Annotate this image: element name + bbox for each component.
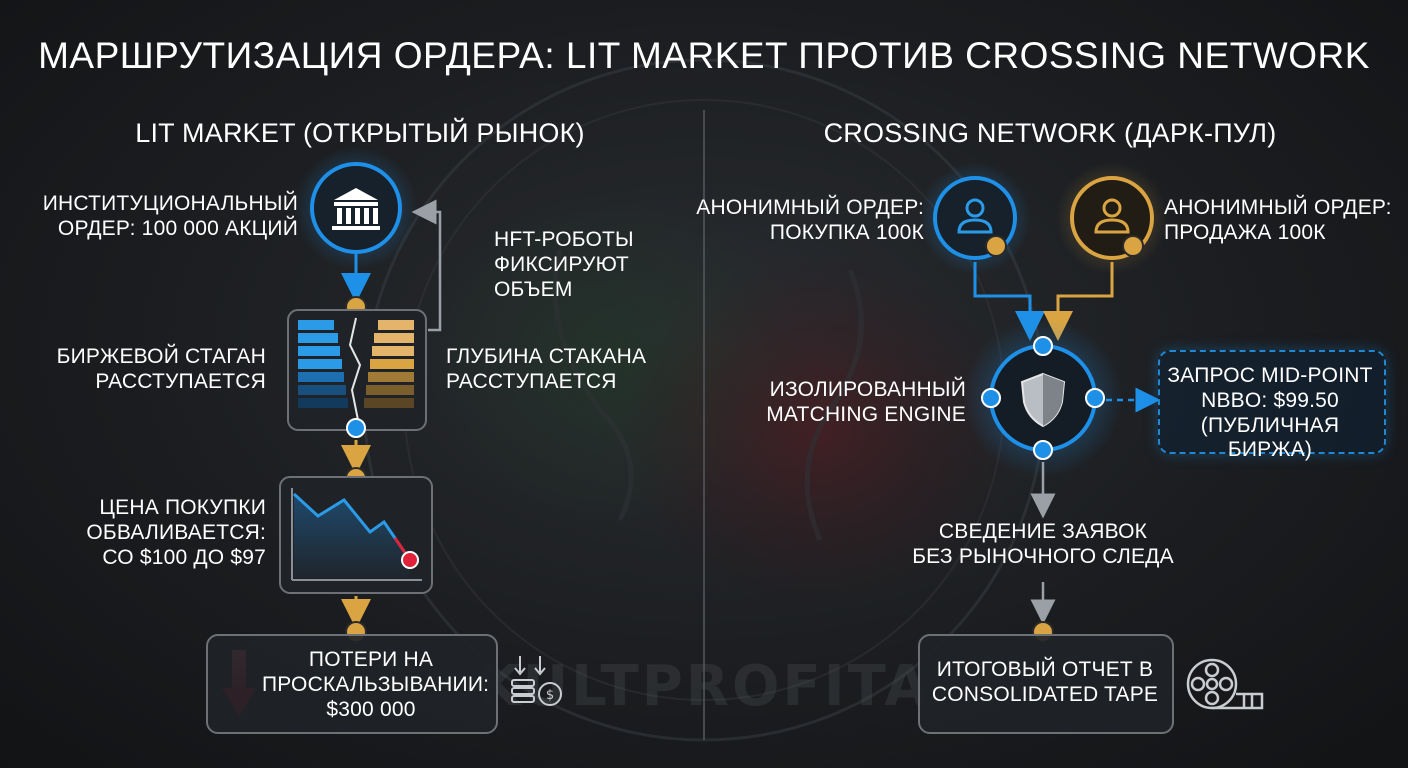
film-reel-icon — [1186, 658, 1264, 710]
watermark-text: KULTPROFITA — [477, 654, 931, 719]
dark-section-title: CROSSING NETWORK (ДАРК-ПУЛ) — [823, 118, 1277, 148]
nbbo-label: ЗАПРОС MID-POINT NBBO: $99.50 (ПУБЛИЧНАЯ… — [1167, 364, 1373, 462]
nbbo-box — [1158, 350, 1386, 454]
lit-section-title: LIT MARKET (ОТКРЫТЫЙ РЫНОК) — [135, 118, 585, 148]
hft-feedback-arrow — [411, 199, 442, 332]
book-right-label: ГЛУБИНА СТАКАНА РАССТУПАЕТСЯ — [446, 345, 647, 393]
hft-label: HFT-РОБОТЫ ФИКСИРУЮТ ОБЪЕМ — [494, 228, 634, 301]
page-title: МАРШРУТИЗАЦИЯ ОРДЕРА: LIT MARKET ПРОТИВ … — [38, 35, 1370, 76]
coins-icon: $ — [511, 656, 562, 706]
svg-text:$: $ — [546, 688, 554, 703]
arrow-sell-to-engine — [1043, 262, 1114, 341]
order-label: ИНСТИТУЦИОНАЛЬНЫЙ ОРДЕР: 100 000 АКЦИЙ — [42, 192, 298, 240]
book-left-label: БИРЖЕВОЙ СТАГАН РАССТУПАЕТСЯ — [56, 345, 266, 393]
shield-icon — [963, 318, 1123, 478]
loss-label: ПОТЕРИ НА ПРОСКАЛЬЗЫВАНИИ: $300 000 — [262, 648, 490, 721]
sell-order-label: АНОНИМНЫЙ ОРДЕР: ПРОДАЖА 100К — [1164, 196, 1392, 244]
loss-box — [206, 634, 498, 734]
user-sell-icon — [1056, 162, 1168, 274]
engine-label: ИЗОЛИРОВАННЫЙ MATCHING ENGINE — [766, 378, 966, 426]
buy-order-label: АНОНИМНЫЙ ОРДЕР: ПОКУПКА 100К — [696, 196, 924, 244]
order-book-icon — [287, 309, 427, 431]
report-box — [918, 634, 1174, 734]
price-label: ЦЕНА ПОКУПКИ ОБВАЛИВАЕТСЯ: СО $100 ДО $9… — [86, 496, 266, 569]
arrow-buy-to-engine — [973, 262, 1045, 341]
matching-label: СВЕДЕНИЕ ЗАЯВОК БЕЗ РЫНОЧНОГО СЛЕДА — [912, 520, 1174, 568]
report-label: ИТОГОВЫЙ ОТЧЕТ В CONSOLIDATED TAPE — [931, 658, 1159, 706]
user-buy-icon — [919, 162, 1031, 274]
bank-icon — [294, 146, 418, 270]
connector-node — [346, 418, 366, 438]
price-chart-icon — [279, 476, 433, 594]
